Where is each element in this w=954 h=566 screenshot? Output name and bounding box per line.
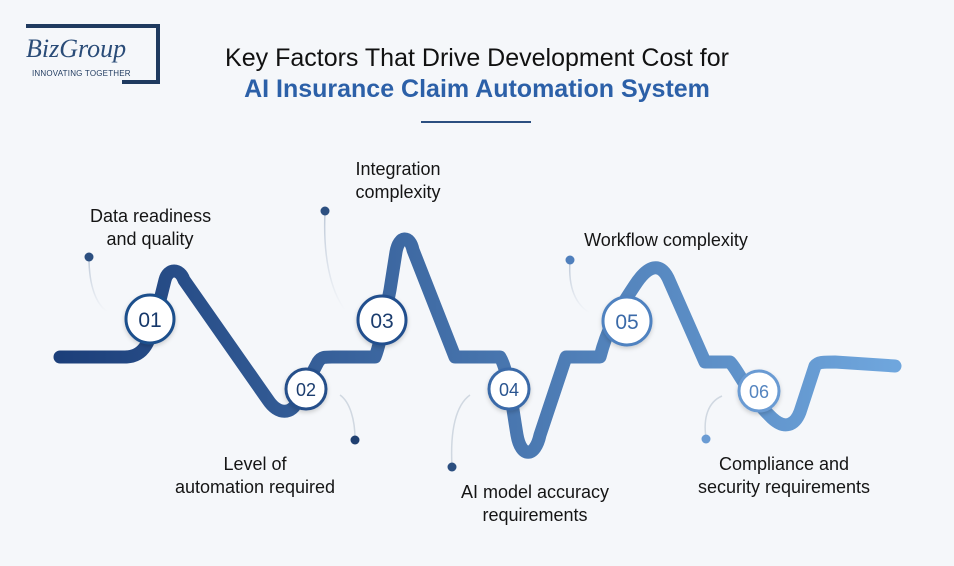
factor-label-line: requirements (482, 505, 588, 525)
badge-04: 04 (487, 367, 531, 411)
connector-3 (320, 206, 346, 311)
connector-dot (350, 435, 360, 445)
factor-label-02: Level of automation required (160, 453, 350, 499)
factor-label-line: Level of (223, 454, 287, 474)
connector-1 (84, 252, 109, 313)
badge-01: 01 (124, 293, 176, 345)
connector-dot (447, 462, 457, 472)
logo-frame-corner (122, 24, 160, 84)
badge-number: 03 (370, 310, 393, 333)
factor-label-05: Workflow complexity (566, 229, 766, 252)
badge-02: 02 (284, 367, 328, 411)
bizgroup-logo: BizGroup INNOVATING TOGETHER (26, 24, 161, 84)
badge-number: 01 (138, 309, 161, 332)
connector-dot (565, 255, 575, 265)
connector-5 (565, 255, 591, 314)
badge-number: 04 (499, 380, 519, 400)
factor-label-line: Data readiness (90, 206, 212, 226)
connector-dot (701, 434, 711, 444)
factor-label-04: AI model accuracy requirements (445, 481, 625, 527)
badge-06: 06 (737, 369, 781, 413)
connector-dot (84, 252, 94, 262)
factor-label-03: Integration complexity (338, 158, 458, 204)
page-title: Key Factors That Drive Development Cost … (225, 44, 729, 72)
factor-label-line: and quality (106, 229, 194, 249)
factor-label-06: Compliance and security requirements (680, 453, 888, 499)
factor-label-line: Workflow complexity (584, 230, 748, 250)
title-underline (421, 121, 531, 123)
badge-number: 02 (296, 380, 316, 400)
wave-path (53, 232, 902, 459)
badge-05: 05 (601, 295, 653, 347)
logo-wordmark: BizGroup (26, 34, 131, 64)
factor-label-01: Data readiness and quality (90, 205, 212, 251)
badge-number: 06 (749, 382, 769, 402)
badge-03: 03 (356, 294, 408, 346)
connector-2 (339, 394, 360, 445)
logo-tagline: INNOVATING TOGETHER (32, 69, 131, 78)
connector-4 (447, 394, 471, 472)
factor-label-line: automation required (174, 477, 336, 497)
factor-label-line: complexity (355, 182, 441, 202)
factor-label-line: Integration (355, 159, 441, 179)
factor-label-line: security requirements (697, 477, 871, 497)
connector-6 (701, 395, 723, 444)
factor-label-line: Compliance and (718, 454, 850, 474)
page-subtitle: AI Insurance Claim Automation System (244, 75, 710, 103)
badge-number: 05 (615, 311, 638, 334)
connector-dot (320, 206, 330, 216)
factor-label-line: AI model accuracy (460, 482, 610, 502)
